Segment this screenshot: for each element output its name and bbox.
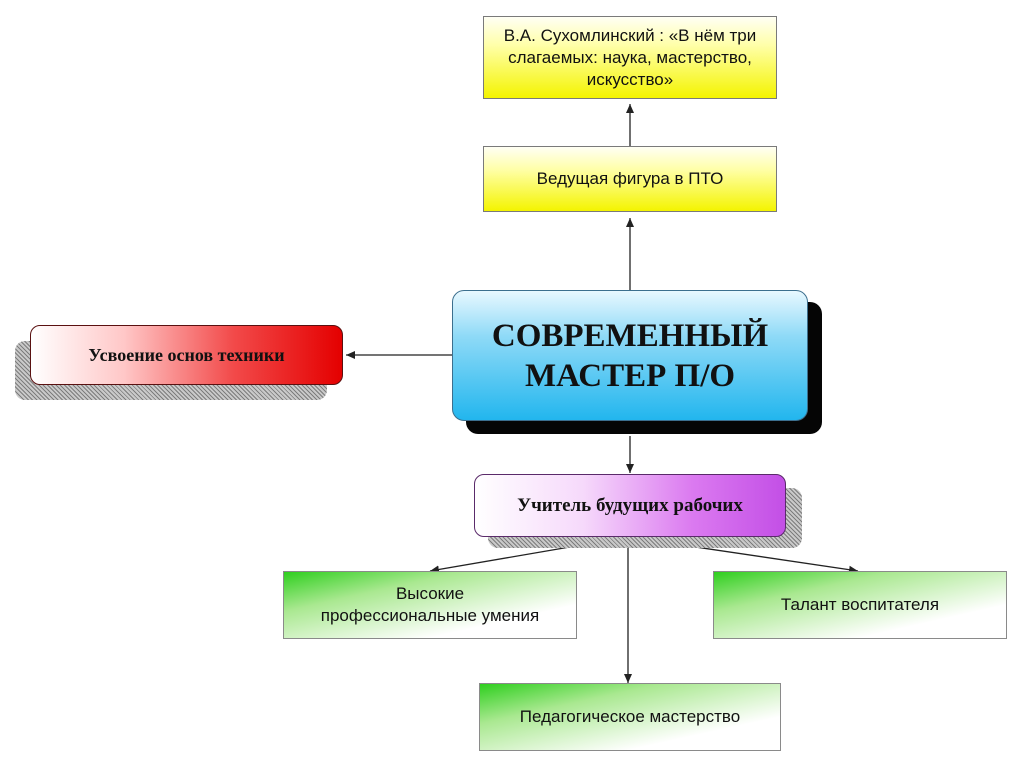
- center-box: СОВРЕМЕННЫЙ МАСТЕР П/О: [452, 290, 808, 421]
- educator-talent-text: Талант воспитателя: [780, 595, 940, 614]
- leading-figure-text: Ведущая фигура в ПТО: [536, 169, 724, 188]
- pedagogical-mastery-box: Педагогическое мастерство: [479, 683, 781, 751]
- prof-skills-box: Высокие профессиональные умения: [283, 571, 577, 639]
- center-title-line2: МАСТЕР П/О: [524, 357, 736, 394]
- prof-skills-line1: Высокие: [395, 584, 465, 603]
- center-title-line1: СОВРЕМЕННЫЙ: [491, 317, 769, 354]
- pedagogical-mastery-text: Педагогическое мастерство: [519, 707, 741, 726]
- leading-figure-box: Ведущая фигура в ПТО: [483, 146, 777, 212]
- tech-basics-box: Усвоение основ техники: [30, 325, 343, 385]
- teacher-box: Учитель будущих рабочих: [474, 474, 786, 537]
- prof-skills-line2: профессиональные умения: [320, 606, 540, 625]
- quote-text: В.А. Сухомлинский : «В нём три слагаемых…: [503, 25, 757, 89]
- tech-basics-text: Усвоение основ техники: [88, 344, 285, 365]
- quote-box: В.А. Сухомлинский : «В нём три слагаемых…: [483, 16, 777, 99]
- teacher-text: Учитель будущих рабочих: [517, 494, 743, 516]
- educator-talent-box: Талант воспитателя: [713, 571, 1007, 639]
